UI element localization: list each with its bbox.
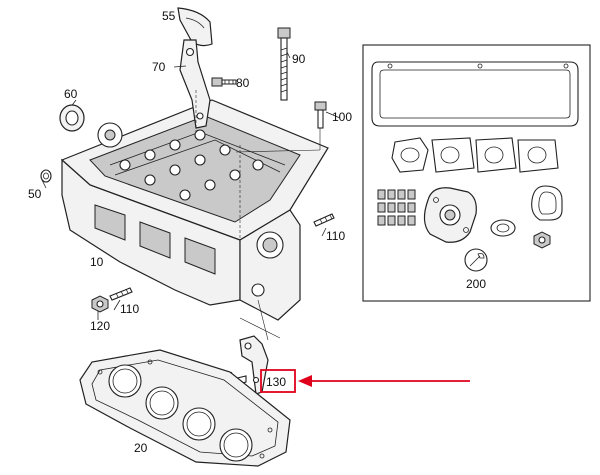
- manifold-gasket-row[interactable]: [391, 137, 559, 173]
- nut-120[interactable]: [91, 295, 109, 313]
- label-10: 10: [90, 255, 104, 269]
- label-200: 200: [466, 277, 486, 291]
- rocker-row: [119, 129, 264, 201]
- wrench-icon: [464, 248, 488, 272]
- cylinder-head[interactable]: [60, 99, 329, 321]
- head-gasket[interactable]: [79, 349, 291, 467]
- housing-gasket[interactable]: [423, 187, 477, 243]
- gasket-kit-box: 200: [362, 44, 591, 302]
- bolt-80[interactable]: [211, 77, 237, 87]
- nut[interactable]: [533, 231, 551, 249]
- bolt-100[interactable]: [314, 101, 327, 129]
- head-bolt[interactable]: [277, 27, 291, 101]
- label-20: 20: [134, 441, 148, 455]
- label-50: 50: [28, 187, 42, 201]
- oil-seal[interactable]: [59, 104, 85, 132]
- lifting-bracket[interactable]: [179, 39, 211, 129]
- label-70: 70: [152, 60, 166, 74]
- label-110-left: 110: [120, 302, 139, 316]
- valve-cover-gasket[interactable]: [371, 61, 579, 127]
- label-120: 120: [90, 319, 110, 333]
- label-60: 60: [64, 87, 78, 101]
- small-gasket[interactable]: [490, 219, 516, 237]
- label-90: 90: [292, 52, 306, 66]
- label-110-right: 110: [326, 229, 345, 243]
- label-80: 80: [236, 76, 250, 90]
- valve-stem-seals[interactable]: [377, 189, 416, 226]
- stud-left[interactable]: [109, 287, 133, 301]
- stud-right[interactable]: [313, 213, 335, 227]
- highlight-callout: 130: [260, 369, 470, 393]
- label-100: 100: [332, 110, 352, 124]
- sealing-plug[interactable]: [40, 169, 52, 183]
- ring-gasket[interactable]: [531, 185, 563, 221]
- arrow-left-icon: [298, 375, 312, 387]
- label-130: 130: [266, 375, 286, 389]
- label-55: 55: [162, 9, 176, 23]
